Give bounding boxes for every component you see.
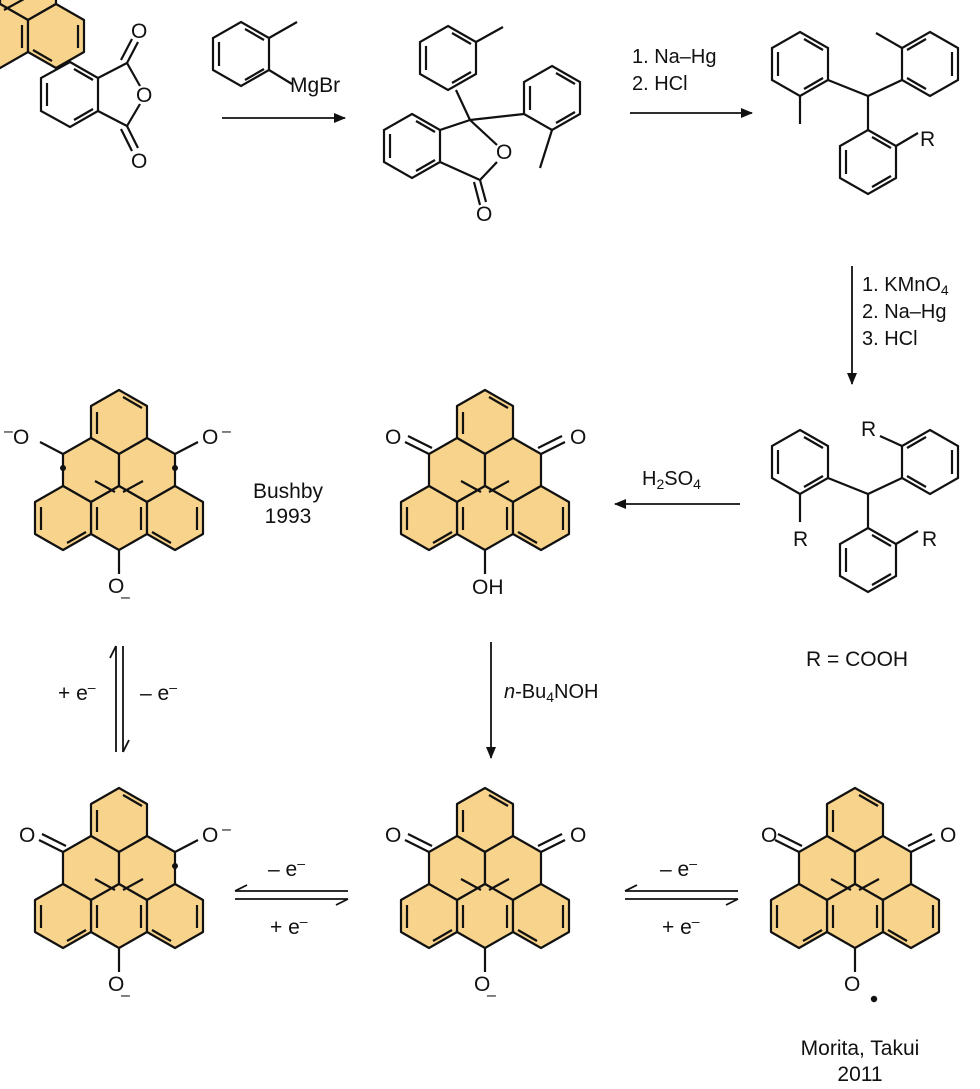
tolyl-grignard	[211, 20, 298, 88]
base-text: -Bu	[515, 681, 547, 703]
atom-O: O	[570, 824, 587, 847]
bushby-core	[33, 388, 205, 552]
grignard-label: MgBr	[290, 74, 341, 97]
minus-electron: – e–	[268, 855, 305, 882]
minus-electron: – e–	[140, 679, 177, 706]
acid-subscript: 2	[656, 476, 665, 492]
morita-year: 2011	[837, 1063, 883, 1086]
acid-subscript: 4	[693, 476, 701, 492]
step1-condition-2: 2. HCl	[632, 73, 688, 95]
base-text: NOH	[554, 681, 599, 703]
atom-O: O	[761, 824, 778, 847]
tri-tolylmethane-R	[770, 30, 960, 196]
monoanion-core	[399, 786, 571, 950]
atom-O: O	[19, 824, 36, 847]
electron-charge: –	[297, 855, 305, 871]
equilibrium-left	[234, 884, 349, 906]
acid-text: H	[642, 468, 657, 490]
electron-charge: –	[691, 913, 700, 929]
base-subscript: 4	[546, 689, 555, 705]
hydroxy-substituents	[404, 435, 566, 574]
electron-charge: –	[299, 913, 308, 929]
base-label: n-Bu4NOH	[504, 679, 599, 705]
atom-R: R	[793, 528, 809, 551]
acid-text: SO	[664, 468, 694, 490]
atom-O: O	[108, 973, 125, 996]
atom-O: O	[136, 84, 153, 107]
atom-O: O	[476, 203, 493, 226]
step2-condition-3: 3. HCl	[862, 328, 918, 350]
triphenylmethane-tricarboxylic-acid	[770, 428, 960, 594]
plus-electron: + e–	[662, 913, 700, 940]
plus-electron: + e–	[58, 679, 96, 706]
radical-dot	[60, 465, 66, 471]
plus-e-text: + e	[270, 916, 300, 939]
electron-charge: –	[689, 855, 697, 871]
r-definition: R = COOH	[806, 648, 909, 671]
anion-minus: –	[121, 987, 130, 1004]
anion-minus: –	[222, 423, 231, 440]
phthalic-anhydride	[39, 38, 141, 152]
atom-R: R	[861, 418, 877, 441]
atom-O: O	[13, 426, 30, 449]
step2-kmno4-subscript: 4	[940, 282, 949, 298]
anion-minus: –	[121, 589, 130, 606]
atom-O: O	[202, 824, 219, 847]
atom-O: O	[474, 973, 491, 996]
neutral-radical-substituents	[774, 833, 936, 972]
atom-O: O	[940, 824, 957, 847]
anion-minus: –	[4, 423, 13, 440]
atom-O: O	[202, 426, 219, 449]
radical-dot	[870, 995, 878, 1003]
atom-O: O	[496, 141, 513, 164]
step2-kmno4: 1. KMnO	[862, 274, 941, 296]
atom-O: O	[844, 973, 861, 996]
bushby-name: Bushby	[252, 480, 324, 503]
equilibrium-right	[624, 884, 739, 906]
anion-minus: –	[487, 987, 496, 1004]
base-italic: n	[504, 681, 516, 703]
bushby-year: 1993	[264, 505, 312, 528]
minus-e-text: – e	[140, 682, 170, 705]
atom-O: O	[385, 426, 402, 449]
hydroxy-core	[399, 388, 571, 552]
atom-O: O	[570, 426, 587, 449]
radical-dianion-core	[33, 786, 205, 950]
atom-OH: OH	[472, 576, 504, 599]
h2so4-label: H2SO4	[642, 466, 701, 492]
step2-condition-1: 1. KMnO4	[862, 272, 949, 298]
morita-name: Morita, Takui	[800, 1037, 920, 1060]
minus-e-text: – e	[660, 858, 690, 881]
electron-charge: –	[169, 679, 177, 695]
atom-O: O	[108, 575, 125, 598]
anion-minus: –	[222, 821, 231, 838]
atom-R: R	[920, 128, 936, 151]
monoanion-substituents	[404, 833, 566, 972]
equilibrium-vertical	[109, 645, 130, 753]
radical-dianion-substituents	[38, 833, 199, 972]
atom-O: O	[131, 20, 148, 43]
radical-dot	[172, 465, 178, 471]
plus-e-text: + e	[58, 682, 88, 705]
radical-dot	[172, 863, 178, 869]
trioxotriangulene-core	[0, 0, 86, 70]
bushby-substituents	[39, 441, 199, 574]
di-tolyl-phthalide	[382, 24, 582, 206]
atom-R: R	[922, 528, 938, 551]
plus-electron: + e–	[270, 913, 308, 940]
minus-e-text: – e	[268, 858, 298, 881]
step1-condition-1: 1. Na–Hg	[632, 46, 717, 68]
electron-charge: –	[87, 679, 96, 695]
minus-electron: – e–	[660, 855, 697, 882]
atom-O: O	[385, 824, 402, 847]
neutral-radical-core	[769, 786, 941, 950]
step2-condition-2: 2. Na–Hg	[862, 301, 947, 323]
plus-e-text: + e	[662, 916, 692, 939]
atom-O: O	[131, 150, 148, 173]
